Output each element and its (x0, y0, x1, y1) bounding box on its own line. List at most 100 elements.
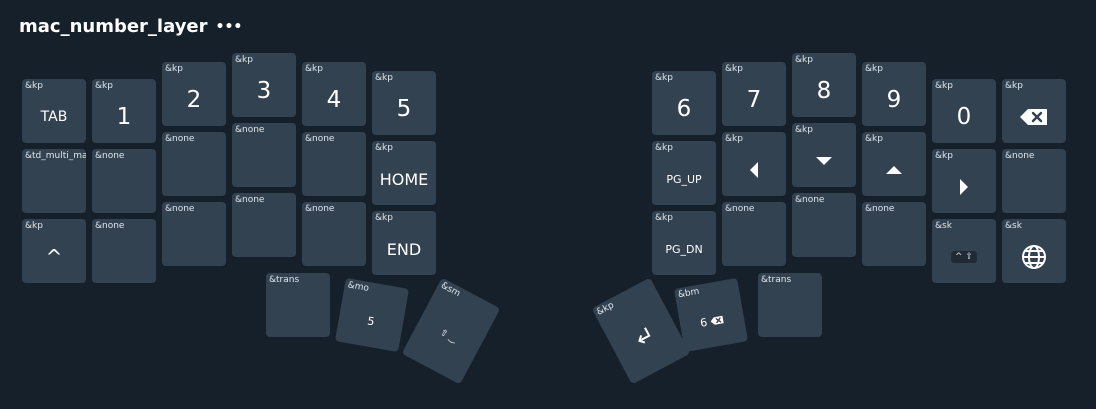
key-binding: &kp (795, 125, 813, 135)
key-r-thumb-0[interactable]: &kp (591, 277, 691, 385)
key-param: 6 (699, 315, 709, 330)
key-binding: &none (1005, 151, 1035, 161)
key-binding: &none (865, 204, 895, 214)
key-param: 3 (256, 78, 272, 104)
key-binding: &kp (1005, 81, 1023, 91)
key-r-thumb-1[interactable]: &bm 6 (673, 277, 749, 353)
key-r-r2-4[interactable]: &kp (932, 149, 996, 213)
key-l-r3-2[interactable]: &none (162, 202, 226, 266)
key-l-r2-0[interactable]: &td_multi_ma (22, 149, 86, 213)
key-l-r1-2[interactable]: &kp 2 (162, 62, 226, 126)
key-r-r1-1[interactable]: &kp 7 (722, 62, 786, 126)
key-binding: &kp (935, 81, 953, 91)
key-l-thumb-0[interactable]: &trans (266, 273, 330, 337)
key-binding: &kp (165, 64, 183, 74)
key-l-r3-3[interactable]: &none (232, 193, 296, 257)
key-r-r2-5[interactable]: &none (1002, 149, 1066, 213)
key-param: 1 (116, 104, 132, 130)
key-r-r1-5[interactable]: &kp (1002, 79, 1066, 143)
key-l-r3-4[interactable]: &none (302, 202, 366, 266)
key-l-r3-1[interactable]: &none (92, 219, 156, 283)
key-r-r3-1[interactable]: &none (722, 202, 786, 266)
key-binding: &kp (935, 151, 953, 161)
key-r-r1-4[interactable]: &kp 0 (932, 79, 996, 143)
key-binding: &none (165, 204, 195, 214)
key-param: ⇧ ‿ (438, 327, 459, 345)
key-binding: &kp (375, 213, 393, 223)
key-binding: &kp (25, 81, 43, 91)
key-binding: &kp (95, 81, 113, 91)
key-binding: &none (95, 151, 125, 161)
key-l-r2-1[interactable]: &none (92, 149, 156, 213)
key-l-thumb-1[interactable]: &mo 5 (334, 277, 410, 353)
key-r-r2-1[interactable]: &kp (722, 132, 786, 196)
key-binding: &kp (865, 134, 883, 144)
key-param: ^ (45, 245, 63, 269)
key-binding: &kp (865, 64, 883, 74)
key-l-r1-3[interactable]: &kp 3 (232, 53, 296, 117)
arrow-down-icon (792, 135, 856, 187)
key-r-r3-2[interactable]: &none (792, 193, 856, 257)
key-param: 4 (326, 87, 342, 113)
arrow-left-icon (722, 144, 786, 196)
key-binding: &trans (761, 275, 792, 285)
arrow-right-icon (932, 161, 996, 213)
key-binding: &kp (725, 134, 743, 144)
key-binding: &none (235, 195, 265, 205)
key-param: 2 (186, 87, 202, 113)
key-l-r1-1[interactable]: &kp 1 (92, 79, 156, 143)
key-r-thumb-2[interactable]: &trans (758, 273, 822, 337)
key-param: 9 (886, 87, 902, 113)
key-binding: &kp (795, 55, 813, 65)
key-binding: &kp (305, 64, 323, 74)
key-param: 5 (366, 313, 376, 328)
key-l-r2-5[interactable]: &kp HOME (372, 141, 436, 205)
key-r-r2-0[interactable]: &kp PG_UP (652, 141, 716, 205)
key-binding: &kp (375, 143, 393, 153)
key-l-r2-4[interactable]: &none (302, 132, 366, 196)
key-binding: &kp (655, 73, 673, 83)
key-binding: &td_multi_ma (25, 151, 86, 161)
key-l-r2-2[interactable]: &none (162, 132, 226, 196)
key-binding: &none (725, 204, 755, 214)
key-param: 0 (956, 104, 972, 130)
key-r-r3-3[interactable]: &none (862, 202, 926, 266)
key-binding: &kp (375, 73, 393, 83)
key-r-r3-5[interactable]: &sk (1002, 219, 1066, 283)
key-binding: &none (165, 134, 195, 144)
key-r-r3-4[interactable]: &sk ^ ⇧ (932, 219, 996, 283)
key-param: 5 (396, 96, 412, 122)
key-binding: &kp (655, 213, 673, 223)
key-binding: &none (795, 195, 825, 205)
modifier-tag: ^ ⇧ (951, 251, 977, 263)
ellipsis-icon[interactable]: ••• (215, 18, 243, 35)
layer-title[interactable]: mac_number_layer (19, 16, 208, 37)
key-r-r1-2[interactable]: &kp 8 (792, 53, 856, 117)
layer-header: mac_number_layer ••• (19, 16, 242, 37)
key-param: END (386, 239, 422, 259)
globe-icon (1002, 231, 1066, 283)
key-binding: &sk (935, 221, 952, 231)
arrow-up-icon (862, 144, 926, 196)
key-binding: &kp (235, 55, 253, 65)
key-l-r1-4[interactable]: &kp 4 (302, 62, 366, 126)
key-param: PG_DN (665, 242, 703, 256)
key-l-r2-3[interactable]: &none (232, 123, 296, 187)
key-binding: &none (305, 204, 335, 214)
key-l-r1-0[interactable]: &kp TAB (22, 79, 86, 143)
key-l-thumb-2[interactable]: &sm ⇧ ‿ (401, 277, 501, 385)
key-r-r3-0[interactable]: &kp PG_DN (652, 211, 716, 275)
key-r-r1-0[interactable]: &kp 6 (652, 71, 716, 135)
key-l-r3-0[interactable]: &kp ^ (22, 219, 86, 283)
key-param: 8 (816, 78, 832, 104)
key-binding: &none (95, 221, 125, 231)
key-r-r1-3[interactable]: &kp 9 (862, 62, 926, 126)
key-binding: &none (305, 134, 335, 144)
key-param: 7 (746, 87, 762, 113)
backspace-icon (709, 314, 724, 325)
key-r-r2-3[interactable]: &kp (862, 132, 926, 196)
key-l-r1-5[interactable]: &kp 5 (372, 71, 436, 135)
key-r-r2-2[interactable]: &kp (792, 123, 856, 187)
key-l-r3-5[interactable]: &kp END (372, 211, 436, 275)
key-param: 6 (676, 96, 692, 122)
